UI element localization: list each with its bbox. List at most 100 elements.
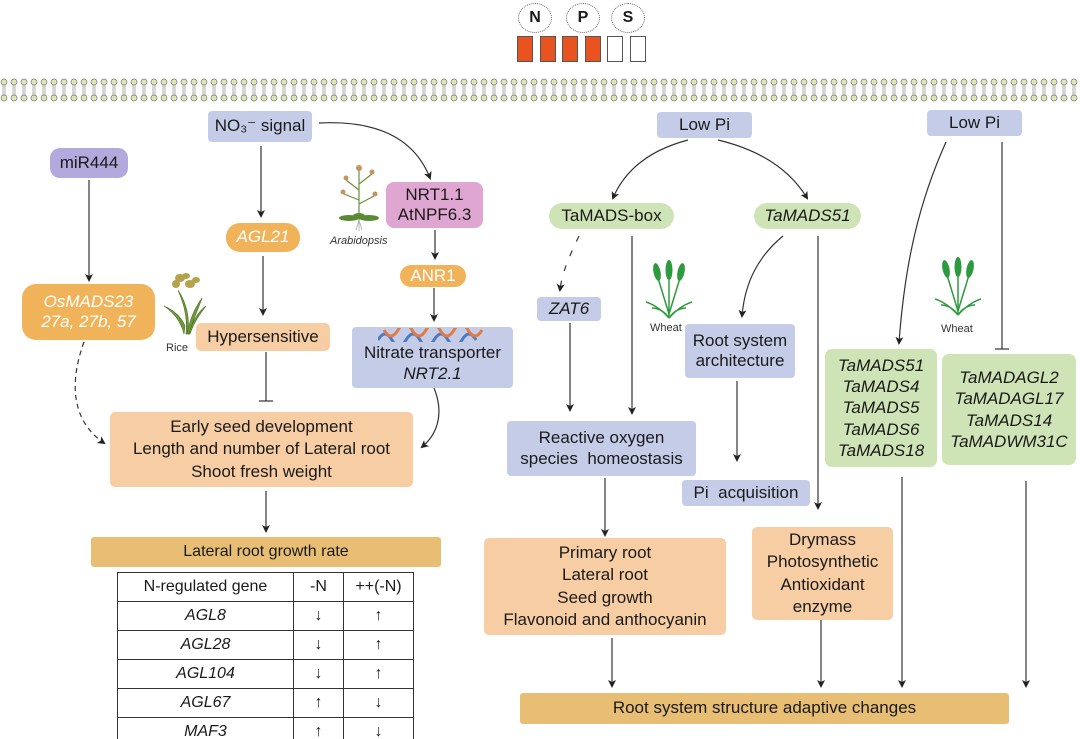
osmads-line2: 27a, 27b, 57: [41, 312, 136, 331]
anr1-node: ANR1: [400, 265, 466, 287]
mir444-label: miR444: [59, 152, 119, 172]
gene-cell: AGL67: [117, 688, 294, 718]
agl21-node: AGL21: [226, 223, 300, 252]
ros-line2: species homeostasis: [520, 448, 683, 468]
tamads51-node: TaMADS51: [754, 203, 861, 229]
table-header-plus-minus-n: ++(-N): [343, 572, 414, 602]
induced-gene: TaMADS18: [837, 440, 925, 460]
osmads-line1: OsMADS23: [43, 291, 134, 311]
induced-gene: TaMADS5: [842, 398, 920, 418]
repressed-tamads-node: TaMADAGL2 TaMADAGL17 TaMADS14 TaMADWM31C: [942, 354, 1076, 465]
arrow-lowpi-tamadsbox: [611, 139, 689, 200]
no3-signal-node: NO₃⁻ signal: [208, 111, 312, 142]
arabidopsis-plant-icon: [339, 165, 379, 231]
osmads-node: OsMADS23 27a, 27b, 57: [22, 284, 155, 340]
root-phenotype-line: Primary root: [558, 543, 652, 563]
repressed-gene: TaMADAGL2: [959, 368, 1059, 387]
nutrient-s-label: S: [622, 9, 634, 26]
lateral-root-outcome-label: Lateral root growth rate: [183, 543, 349, 561]
minus-n-cell: ↑: [293, 688, 344, 718]
root-system-outcome-label: Root system structure adaptive changes: [612, 698, 917, 718]
drymass-line: enzyme: [792, 596, 853, 616]
n-phenotype-line1: Early seed development: [170, 417, 353, 437]
table-header-row: N-regulated gene -N ++(-N): [117, 572, 414, 602]
minus-n-cell: ↓: [293, 630, 344, 660]
nitrate-line1: Nitrate transporter: [364, 343, 501, 363]
arrow-tamads51-rootarch: [738, 235, 784, 318]
low-pi-label-2: Low Pi: [948, 112, 1001, 132]
agl21-label: AGL21: [236, 227, 290, 247]
nutrient-s-circle: S: [611, 3, 645, 33]
indicator-square: [607, 36, 623, 62]
wheat-plant-icon: [935, 257, 981, 316]
n-phenotype-line2: Length and number of Lateral root: [132, 439, 391, 459]
n-regulated-gene-table: N-regulated gene -N ++(-N) AGL8↓↑ AGL28↓…: [117, 572, 414, 739]
table-row: AGL8↓↑: [117, 601, 414, 631]
nitrate-transporter-node: Nitrate transporter NRT2.1: [352, 327, 513, 388]
plus-minus-n-cell: ↓: [343, 717, 414, 739]
zat6-node: ZAT6: [537, 297, 601, 321]
pi-acquisition-label: Pi acquisition: [693, 482, 799, 502]
low-pi-label-1: Low Pi: [678, 114, 731, 134]
root-phenotype-line: Seed growth: [557, 587, 653, 607]
low-pi-node-1: Low Pi: [657, 112, 752, 138]
indicator-square: [517, 36, 533, 62]
rice-label: Rice: [166, 342, 189, 354]
arrow-nitrate-phenotype: [420, 387, 440, 449]
ros-homeostasis-node: Reactive oxygen species homeostasis: [507, 421, 696, 476]
root-architecture-node: Root system architecture: [685, 324, 795, 378]
root-phenotype-line: Flavonoid and anthocyanin: [503, 609, 707, 629]
low-pi-node-2: Low Pi: [927, 110, 1022, 136]
indicator-square: [562, 36, 578, 62]
minus-n-cell: ↑: [293, 717, 344, 739]
induced-tamads-node: TaMADS51 TaMADS4 TaMADS5 TaMADS6 TaMADS1…: [825, 349, 937, 467]
lateral-root-outcome: Lateral root growth rate: [91, 537, 441, 567]
arrow-lowpi-tamads51: [717, 139, 809, 200]
ros-line1: Reactive oxygen: [538, 428, 665, 448]
root-arch-line2: architecture: [695, 351, 785, 370]
wheat-label-2: Wheat: [941, 323, 973, 335]
arrow-tamadsbox-zat6: [556, 235, 580, 292]
plus-minus-n-cell: ↑: [343, 601, 414, 631]
drymass-line: Drymass: [788, 530, 857, 550]
root-arch-line1: Root system: [692, 330, 788, 350]
indicator-square: [584, 36, 601, 62]
repressed-gene: TaMADS14: [965, 410, 1053, 430]
indicator-square: [629, 36, 646, 62]
nitrate-line2: NRT2.1: [403, 363, 462, 383]
induced-gene: TaMADS6: [842, 419, 920, 439]
table-header-gene: N-regulated gene: [117, 572, 294, 602]
gene-cell: AGL8: [117, 601, 294, 631]
arabidopsis-label: Arabidopsis: [330, 235, 388, 247]
n-phenotype-node: Early seed development Length and number…: [110, 412, 413, 487]
mir444-node: miR444: [50, 148, 128, 178]
induced-gene: TaMADS51: [837, 355, 925, 375]
repressed-gene: TaMADWM31C: [950, 431, 1068, 451]
tamads-box-node: TaMADS-box: [549, 203, 674, 229]
nutrient-p-circle: P: [566, 3, 600, 33]
table-row: AGL67↑↓: [117, 688, 414, 718]
nutrient-n-label: N: [529, 9, 541, 26]
nutrient-n-circle: N: [518, 3, 552, 33]
dna-helix-icon: [377, 328, 483, 343]
drymass-phenotype-node: Drymass Photosynthetic Antioxidant enzym…: [752, 527, 893, 620]
drymass-line: Antioxidant: [780, 574, 865, 594]
table-row: MAF3↑↓: [117, 717, 414, 739]
n-phenotype-line3: Shoot fresh weight: [191, 461, 332, 481]
nrt11-node: NRT1.1 AtNPF6.3: [386, 182, 483, 228]
drymass-line: Photosynthetic: [766, 552, 879, 572]
wheat-plant-icon: [646, 260, 692, 319]
nrt11-line1: NRT1.1: [405, 184, 464, 204]
gene-cell: MAF3: [117, 717, 294, 739]
rice-plant-icon: [163, 273, 207, 335]
gene-cell: AGL28: [117, 630, 294, 660]
induced-gene: TaMADS4: [842, 377, 920, 397]
arrow-osmads-phenotype: [74, 341, 106, 445]
pi-acquisition-node: Pi acquisition: [682, 480, 810, 506]
tamads51-label: TaMADS51: [764, 205, 851, 225]
wheat-label-1: Wheat: [650, 322, 682, 334]
table-row: AGL28↓↑: [117, 630, 414, 660]
indicator-square: [539, 36, 556, 62]
root-phenotype-line: Lateral root: [562, 565, 648, 585]
plus-minus-n-cell: ↑: [343, 630, 414, 660]
